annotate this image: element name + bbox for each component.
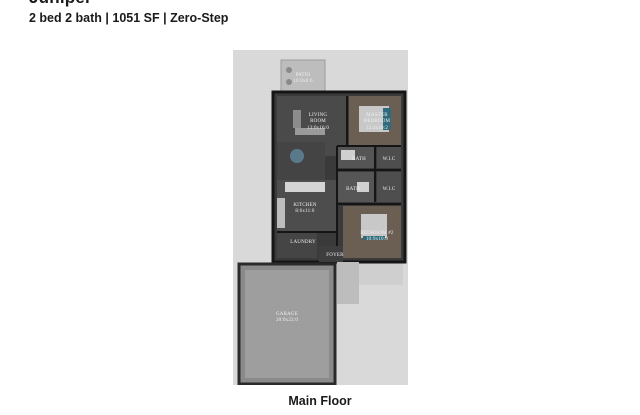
garage-label: GARAGE — [276, 312, 298, 317]
bedroom2-dims: 10:9x10:0 — [366, 237, 388, 242]
plan-subtitle: 2 bed 2 bath | 1051 SF | Zero-Step — [29, 11, 229, 25]
sink-icon — [357, 182, 369, 192]
garage-floor — [245, 270, 329, 378]
wic2-label: W.I.C — [383, 187, 396, 192]
wic1-label: W.I.C — [383, 157, 396, 162]
patio-chair-icon — [286, 67, 292, 73]
foyer-label: FOYER — [326, 253, 344, 258]
bedroom2-bed-accent-icon — [363, 236, 385, 240]
bath2-label: BATH — [346, 187, 360, 192]
entry-walk — [337, 262, 359, 304]
dining-table-icon — [290, 149, 304, 163]
bedroom2-label: BEDROOM #2 — [360, 231, 394, 236]
master-bedroom-label-2: BEDROOM — [364, 119, 391, 124]
patio-chair-icon — [286, 79, 292, 85]
bathtub-icon — [341, 150, 355, 160]
armchair-icon — [293, 110, 301, 128]
living-room-label-1: LIVING — [309, 113, 328, 118]
kitchen-counter-icon — [277, 198, 285, 228]
patio-area — [280, 59, 326, 93]
foyer-floor — [319, 246, 343, 262]
kitchen-label: KITCHEN — [293, 203, 317, 208]
master-bedroom-dims: 12:4x10:2 — [366, 126, 388, 131]
laundry-label: LAUNDRY — [290, 240, 316, 245]
bedroom2-bed-icon — [361, 214, 387, 238]
floor-plan-image: PATIO 10:0x6:0 LIVING ROOM 13:0x16:0 MAS… — [233, 50, 408, 386]
master-bedroom-label-1: MASTER — [366, 113, 388, 118]
patio-label: PATIO — [296, 73, 311, 78]
living-room-dims: 13:0x16:0 — [307, 126, 329, 131]
patio-dims: 10:0x6:0 — [293, 79, 313, 84]
kitchen-island-icon — [285, 182, 325, 192]
sofa-icon — [295, 128, 325, 135]
floor-plan-drawing: PATIO 10:0x6:0 LIVING ROOM 13:0x16:0 MAS… — [237, 59, 407, 386]
kitchen-dims: 8:6x11:0 — [295, 209, 314, 214]
living-room-label-2: ROOM — [310, 119, 326, 124]
wic1-floor — [377, 146, 401, 168]
bath1-label: BATH — [352, 157, 366, 162]
garage-dims: 20:0x22:0 — [276, 318, 298, 323]
master-bed-accent-icon — [383, 108, 391, 130]
plan-title: Juniper — [29, 0, 92, 8]
wic2-floor — [377, 172, 401, 202]
floor-caption: Main Floor — [288, 394, 352, 408]
laundry-floor — [277, 232, 317, 258]
